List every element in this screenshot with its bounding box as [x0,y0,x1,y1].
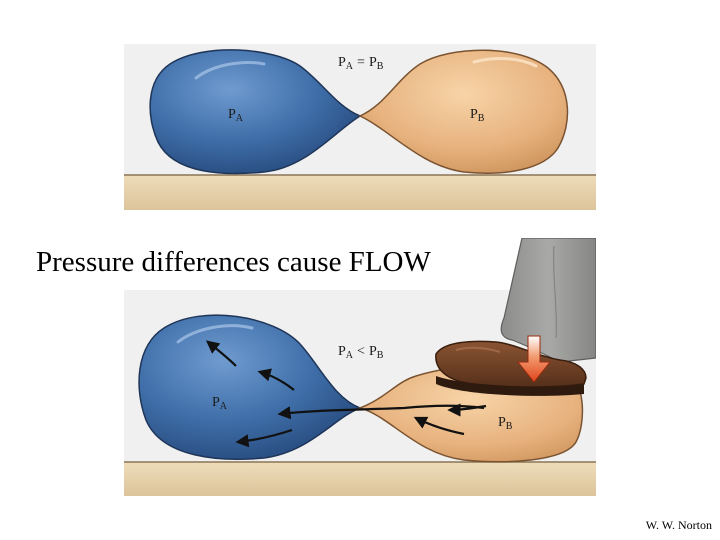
balloon-b-highlight [472,57,538,68]
equation-less-than: PA<PB [338,344,384,361]
press-arrow [516,335,552,383]
balloon-a [149,49,362,175]
balloon-a-label: PA [228,107,244,124]
flow-arrow [235,428,293,448]
balloon-a [138,314,363,460]
slide-title: Pressure differences cause FLOW [36,246,431,278]
equal-pressure-panel: PA=PB PA PB [124,44,596,210]
flow-arrow [257,368,295,391]
svg-text:PA<PB: PA<PB [338,344,384,361]
balloon-a-highlight [176,324,254,344]
balloon-b-label: PB [470,107,485,124]
balloon-b [358,49,569,174]
balloon-a-label: PA [212,395,228,412]
balloon-a-highlight [194,61,266,80]
flow-arrow [413,416,465,436]
flow-arrow [205,340,237,367]
flow-arrows [205,340,487,448]
surface [124,175,596,210]
credit: W. W. Norton [645,518,712,532]
pressure-difference-panel: PA<PB PA PB [124,238,596,496]
surface [124,462,596,496]
balloon-b-label: PB [498,415,513,432]
equation-equal: PA=PB [338,55,384,72]
flow-arrow [447,403,487,417]
pressure-difference-diagram: PA<PB PA PB [124,238,596,496]
svg-text:PA=PB: PA=PB [338,55,384,72]
equal-pressure-diagram: PA=PB PA PB [124,44,596,210]
